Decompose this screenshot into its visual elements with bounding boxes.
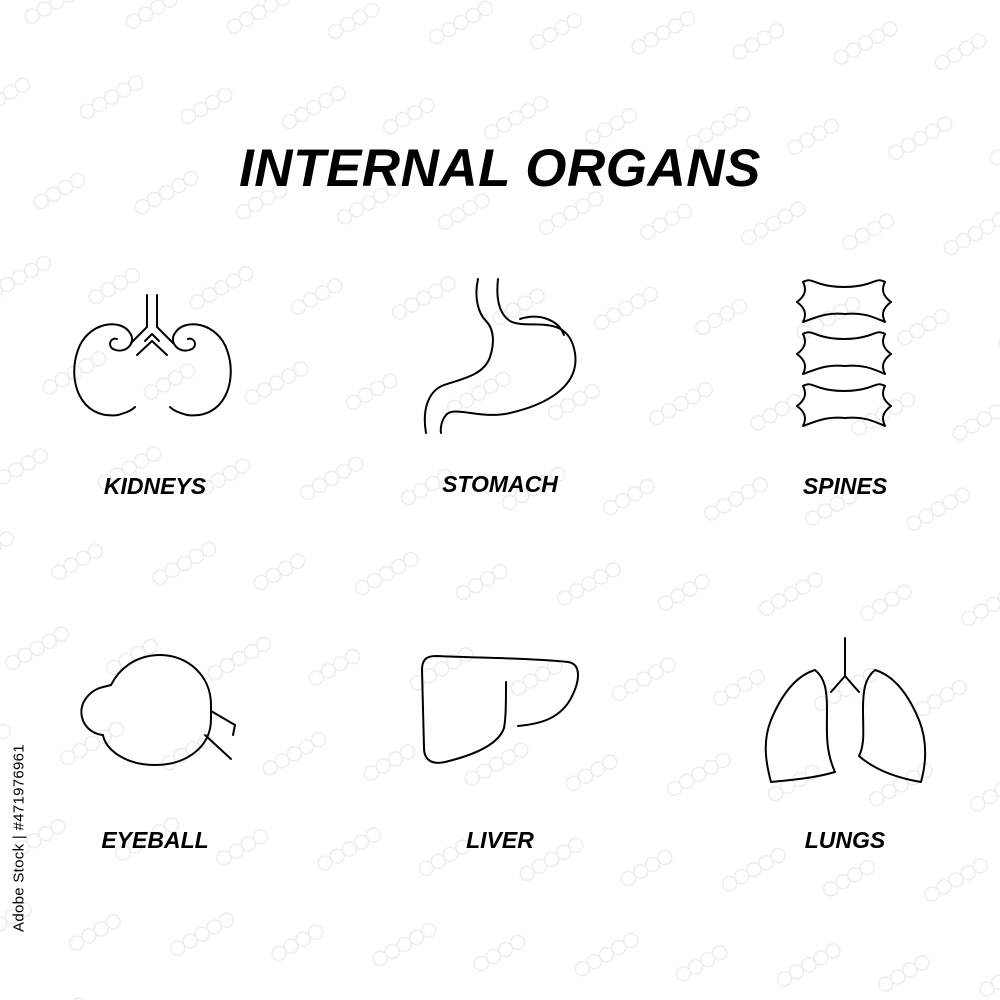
- organ-eyeball: EYEBALL: [25, 645, 285, 860]
- liver-icon: [421, 655, 579, 764]
- organ-label-spines: SPINES: [802, 473, 888, 499]
- organ-label-lungs: LUNGS: [804, 827, 886, 853]
- stock-id-text: Adobe Stock | #471976961: [4, 744, 34, 932]
- organ-liver: LIVER: [370, 650, 630, 860]
- organ-label-stomach: STOMACH: [442, 471, 558, 497]
- lungs-icon: [764, 637, 927, 783]
- organ-spines: SPINES: [715, 270, 975, 505]
- kidneys-icon: [73, 294, 232, 417]
- page-title: INTERNAL ORGANS: [239, 139, 761, 198]
- spine-icon: [796, 279, 892, 427]
- organ-stomach: STOMACH: [370, 275, 630, 505]
- organ-lungs: LUNGS: [715, 630, 975, 860]
- organ-label-eyeball: EYEBALL: [101, 827, 209, 853]
- organ-label-liver: LIVER: [466, 827, 534, 853]
- stock-id-label: Adobe Stock | #471976961: [10, 744, 28, 932]
- organ-kidneys: KIDNEYS: [25, 285, 285, 505]
- organ-label-kidneys: KIDNEYS: [103, 473, 207, 499]
- eyeball-icon: [80, 654, 236, 766]
- stomach-icon: [423, 278, 577, 434]
